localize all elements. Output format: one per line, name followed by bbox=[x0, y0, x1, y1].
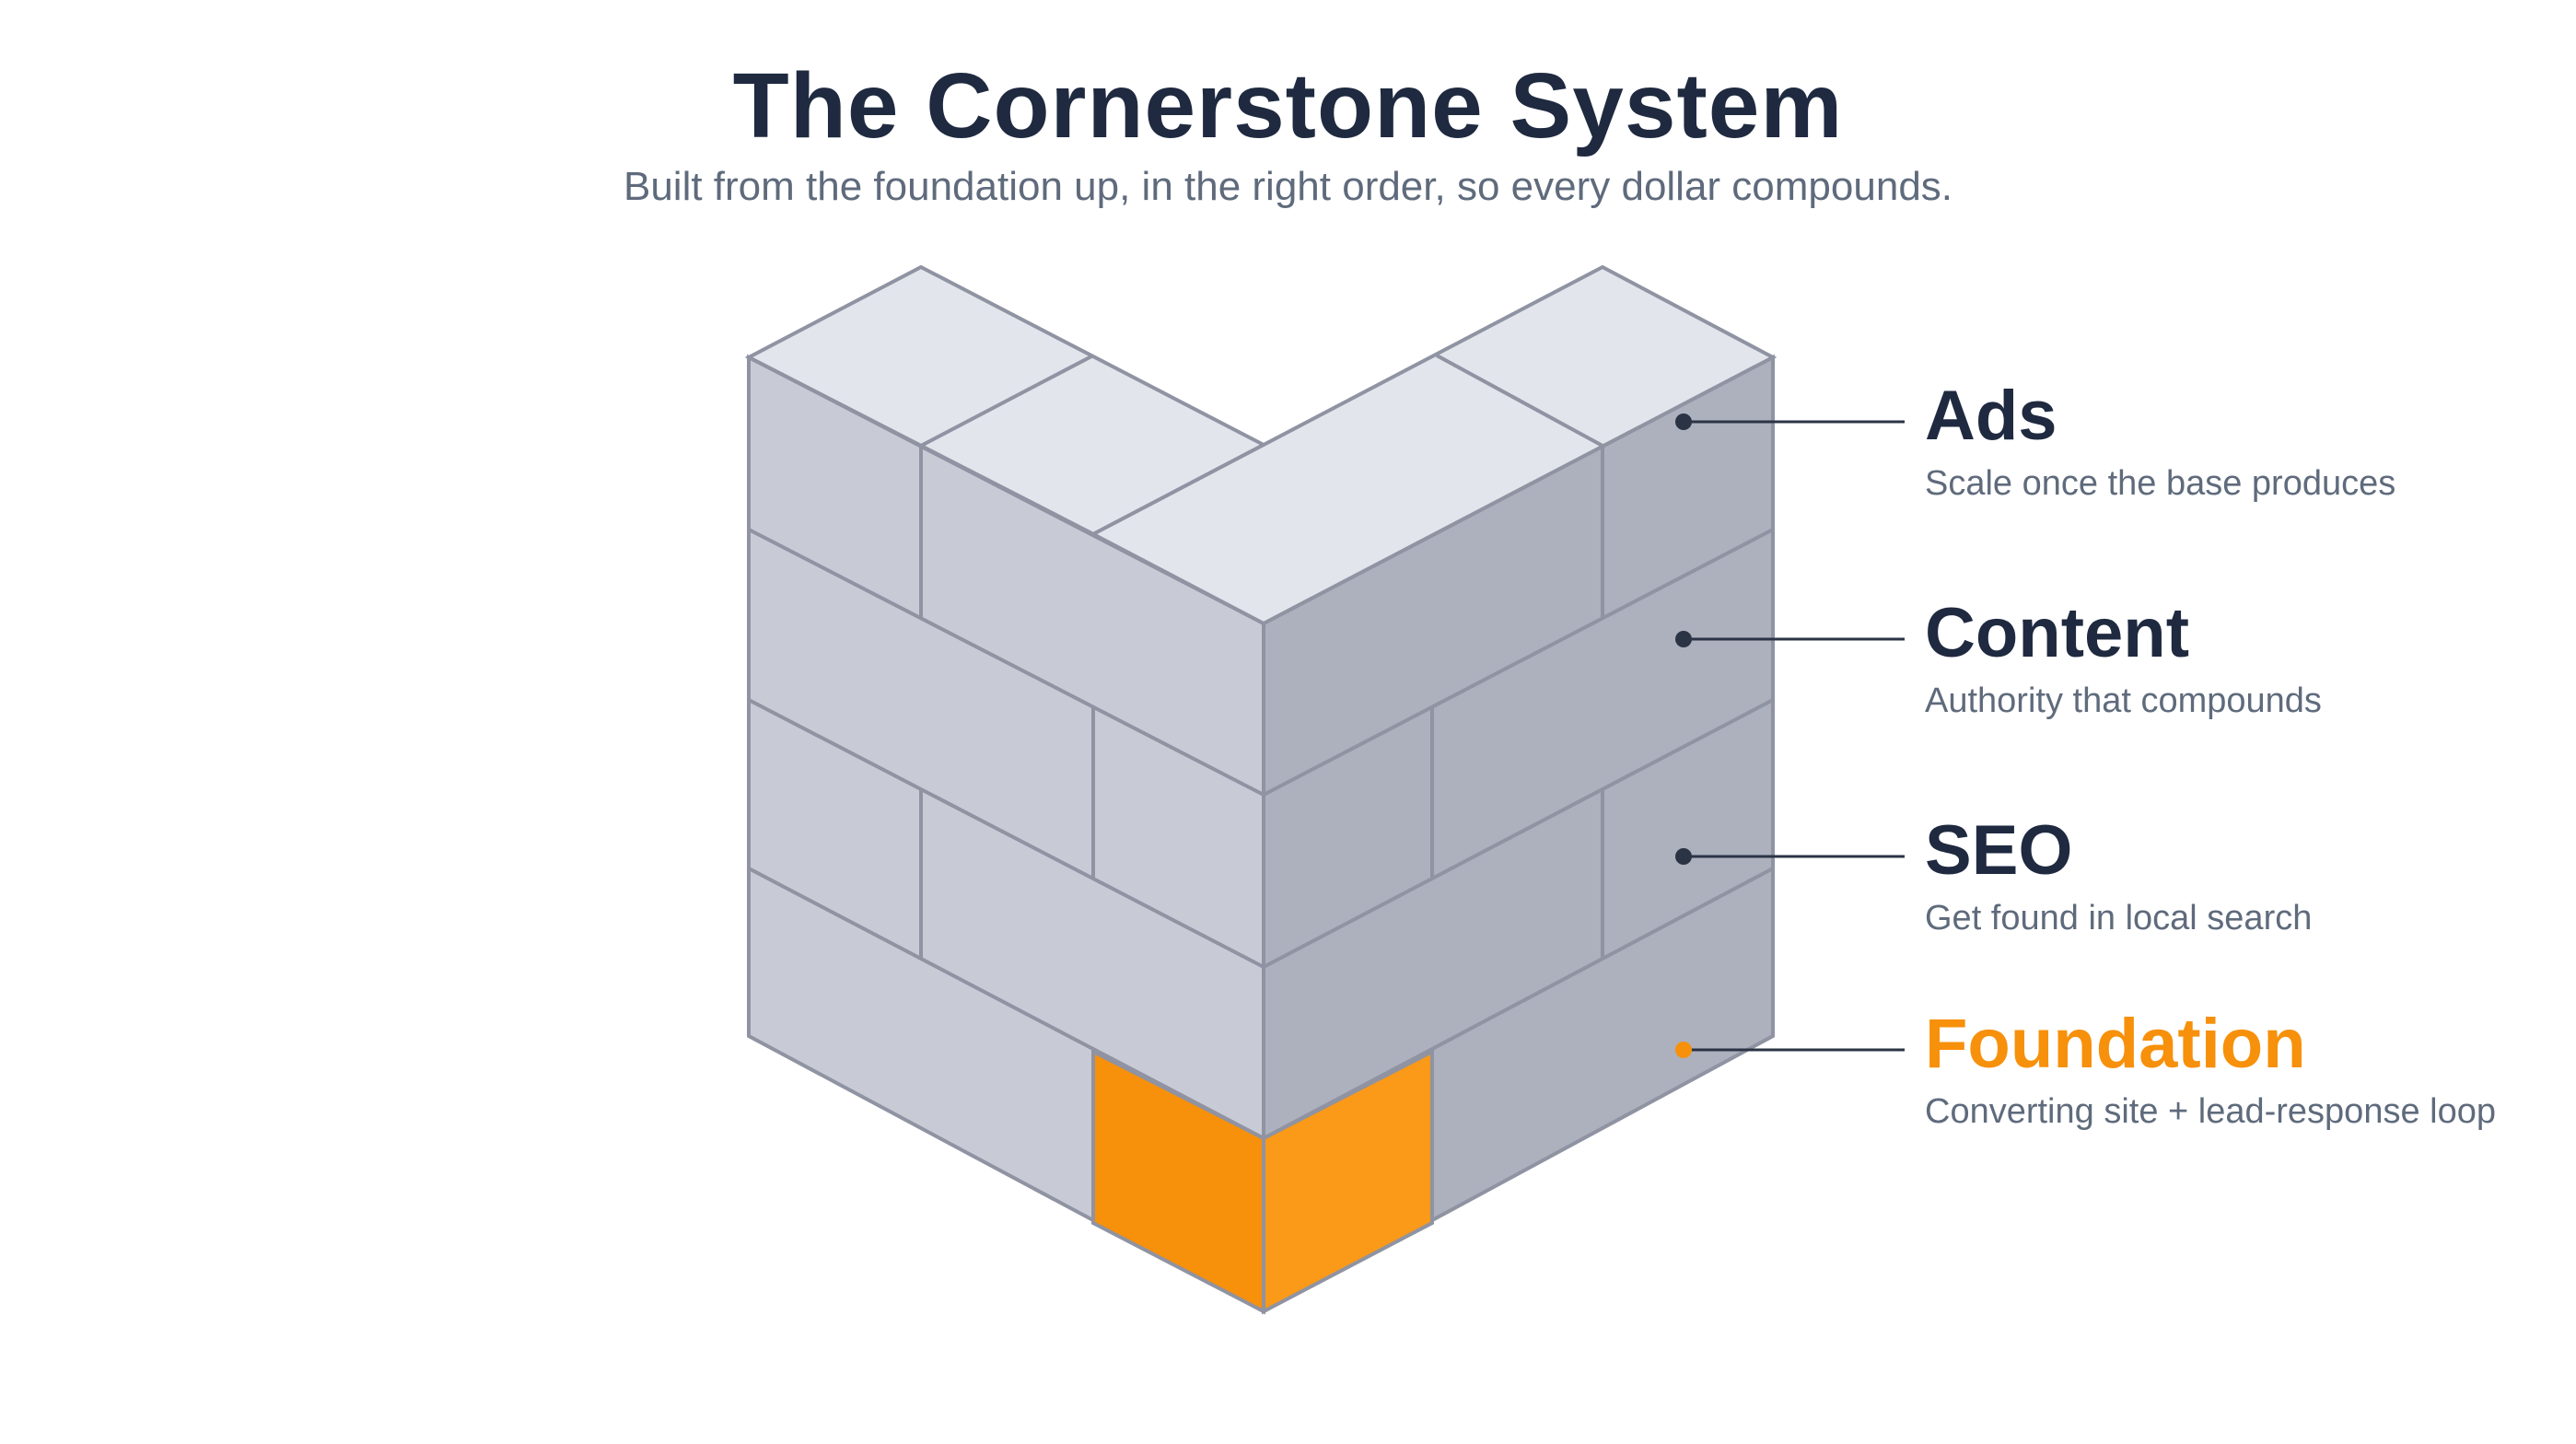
layer-foundation: Foundation Converting site + lead-respon… bbox=[1925, 1009, 2496, 1132]
right-course-lines bbox=[1263, 446, 1774, 1223]
left-course-lines bbox=[748, 446, 1265, 1223]
layer-description: Scale once the base produces bbox=[1925, 464, 2396, 503]
top-right-arm bbox=[1089, 264, 1778, 626]
connectors bbox=[1675, 413, 1905, 1058]
layer-description: Get found in local search bbox=[1925, 899, 2313, 937]
page-subtitle: Built from the foundation up, in the rig… bbox=[623, 164, 1953, 209]
layer-ads: Ads Scale once the base produces bbox=[1925, 381, 2395, 504]
layer-content: Content Authority that compounds bbox=[1925, 599, 2322, 721]
connector-dot-content bbox=[1675, 631, 1692, 647]
layer-description: Authority that compounds bbox=[1925, 681, 2322, 720]
connector-dot-foundation bbox=[1675, 1042, 1692, 1058]
layer-name: Foundation bbox=[1925, 1005, 2306, 1083]
page-title: The Cornerstone System bbox=[732, 54, 1844, 157]
layer-name: Content bbox=[1925, 594, 2190, 672]
layer-name: Ads bbox=[1925, 377, 2057, 455]
top-left-front-face bbox=[748, 355, 1094, 536]
layer-seo: SEO Get found in local search bbox=[1925, 816, 2312, 938]
layer-name: SEO bbox=[1925, 811, 2073, 890]
layer-description: Converting site + lead-response loop bbox=[1925, 1092, 2496, 1131]
connector-dot-seo bbox=[1675, 848, 1692, 865]
connector-dot-ads bbox=[1675, 413, 1692, 430]
brick-corner bbox=[744, 264, 1778, 1315]
top-joints bbox=[920, 354, 1603, 448]
